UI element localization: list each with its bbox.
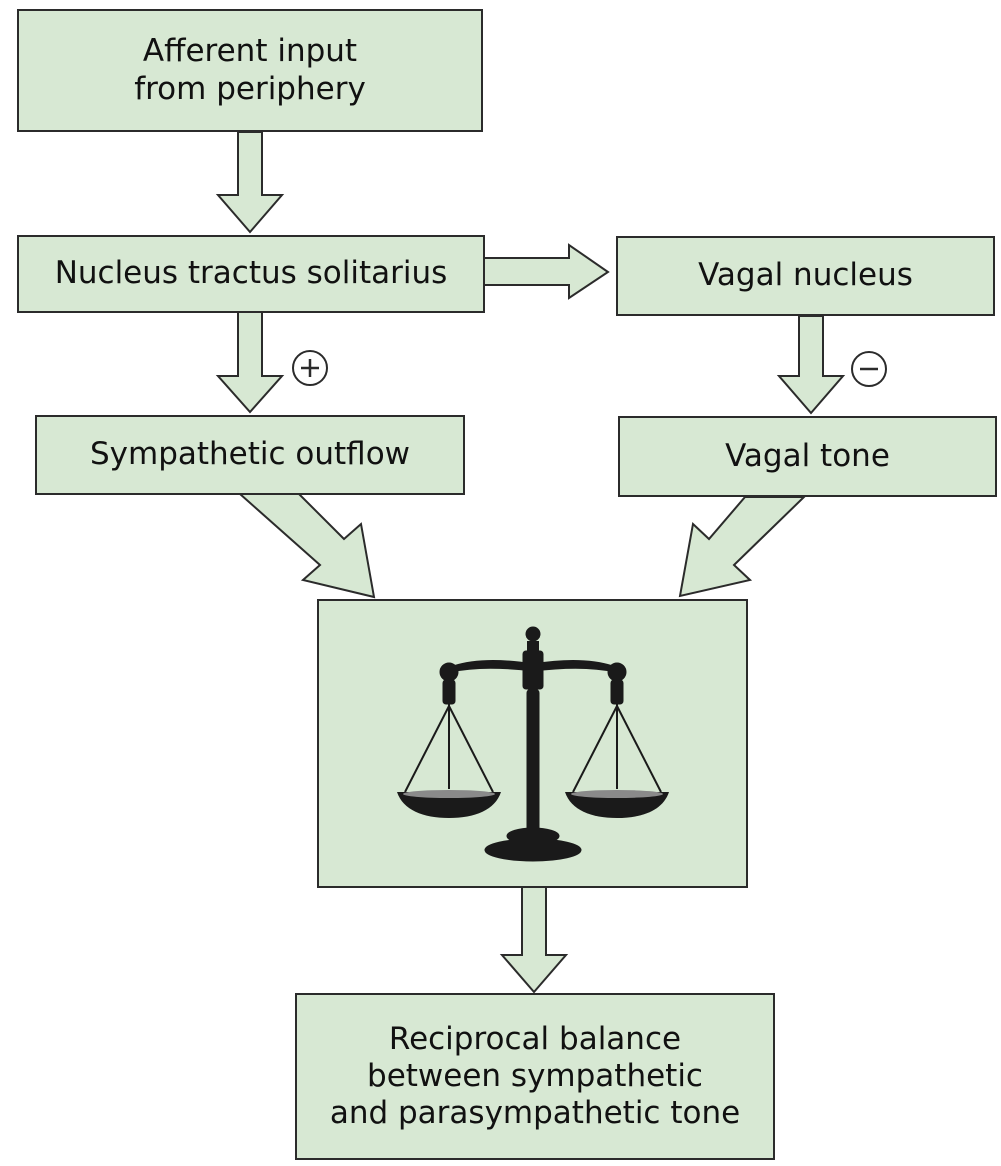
arrow-nts-to-sympathetic (215, 311, 285, 414)
reciprocal-balance-box: Reciprocal balance between sympathetic a… (295, 993, 775, 1160)
arrow-afferent-to-nts (215, 131, 285, 234)
nts-box: Nucleus tractus solitarius (17, 235, 485, 313)
arrow-sympathetic-to-balance (237, 493, 376, 599)
sympathetic-outflow-box: Sympathetic outflow (35, 415, 465, 495)
arrow-nts-to-vagal-nucleus (483, 243, 610, 300)
minus-sign-icon (851, 351, 887, 387)
vagal-nucleus-box: Vagal nucleus (616, 236, 995, 316)
balance-scale-icon (396, 626, 669, 861)
afferent-input-box: Afferent input from periphery (17, 9, 483, 132)
balance-box (317, 599, 748, 888)
afferent-input-line-1: Afferent input (142, 33, 358, 70)
vagal-tone-box: Vagal tone (618, 416, 997, 497)
reciprocal-balance-line-2: between sympathetic (367, 1057, 703, 1094)
reciprocal-balance-line-1: Reciprocal balance (388, 1020, 682, 1057)
nts-label: Nucleus tractus solitarius (54, 255, 448, 292)
afferent-input-line-2: from periphery (134, 70, 366, 107)
arrow-vagal-nucleus-to-tone (776, 315, 846, 415)
vagal-nucleus-label: Vagal nucleus (698, 257, 913, 294)
arrow-vagal-tone-to-balance (678, 496, 807, 598)
vagal-tone-label: Vagal tone (725, 437, 890, 474)
reciprocal-balance-line-3: and parasympathetic tone (329, 1095, 741, 1132)
plus-sign-icon (292, 350, 328, 386)
sympathetic-outflow-label: Sympathetic outflow (89, 436, 411, 473)
arrow-balance-to-reciprocal (499, 886, 569, 994)
